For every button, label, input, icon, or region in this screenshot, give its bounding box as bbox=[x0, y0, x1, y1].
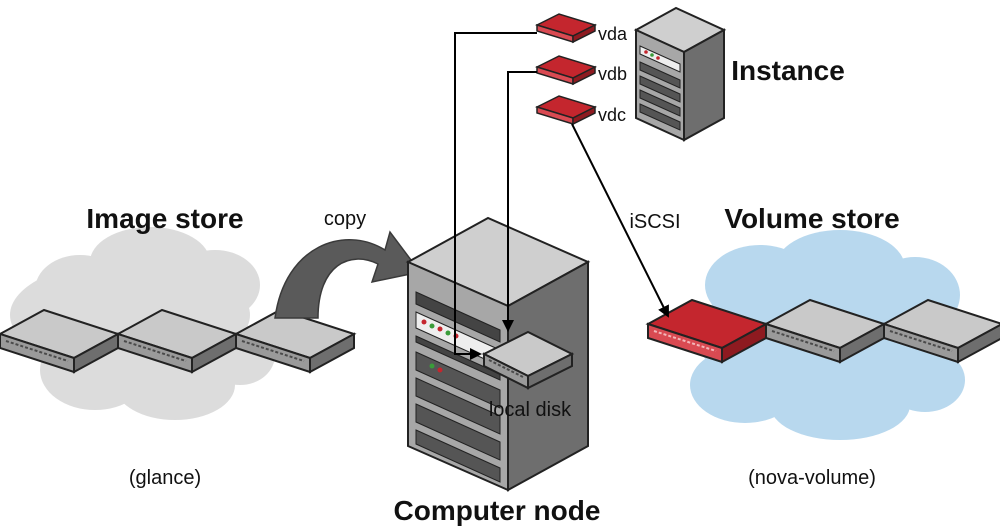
vdb-connector bbox=[502, 71, 537, 332]
copy-label: copy bbox=[324, 208, 366, 230]
vda-connector bbox=[454, 32, 537, 360]
vdb-label: vdb bbox=[598, 64, 627, 84]
volume-store-title: Volume store bbox=[724, 203, 899, 234]
local-disk-label: local disk bbox=[489, 399, 572, 421]
iscsi-connector bbox=[571, 123, 669, 318]
vdc-device bbox=[536, 95, 596, 125]
copy-arrow bbox=[274, 230, 422, 319]
volume-store-subtitle: (nova-volume) bbox=[748, 467, 876, 489]
iscsi-label: iSCSI bbox=[629, 211, 680, 233]
vdb-device bbox=[536, 55, 596, 85]
vdc-label: vdc bbox=[598, 105, 626, 125]
compute-node-title: Computer node bbox=[394, 495, 601, 526]
instance-server bbox=[633, 6, 727, 142]
instance-title: Instance bbox=[731, 55, 845, 86]
local-disk bbox=[481, 330, 575, 390]
vda-device bbox=[536, 13, 596, 43]
compute-node-server bbox=[405, 216, 591, 492]
vda-label: vda bbox=[598, 24, 628, 44]
image-store-title: Image store bbox=[86, 203, 243, 234]
volume-store-cloud bbox=[690, 230, 965, 440]
image-store-subtitle: (glance) bbox=[129, 467, 201, 489]
